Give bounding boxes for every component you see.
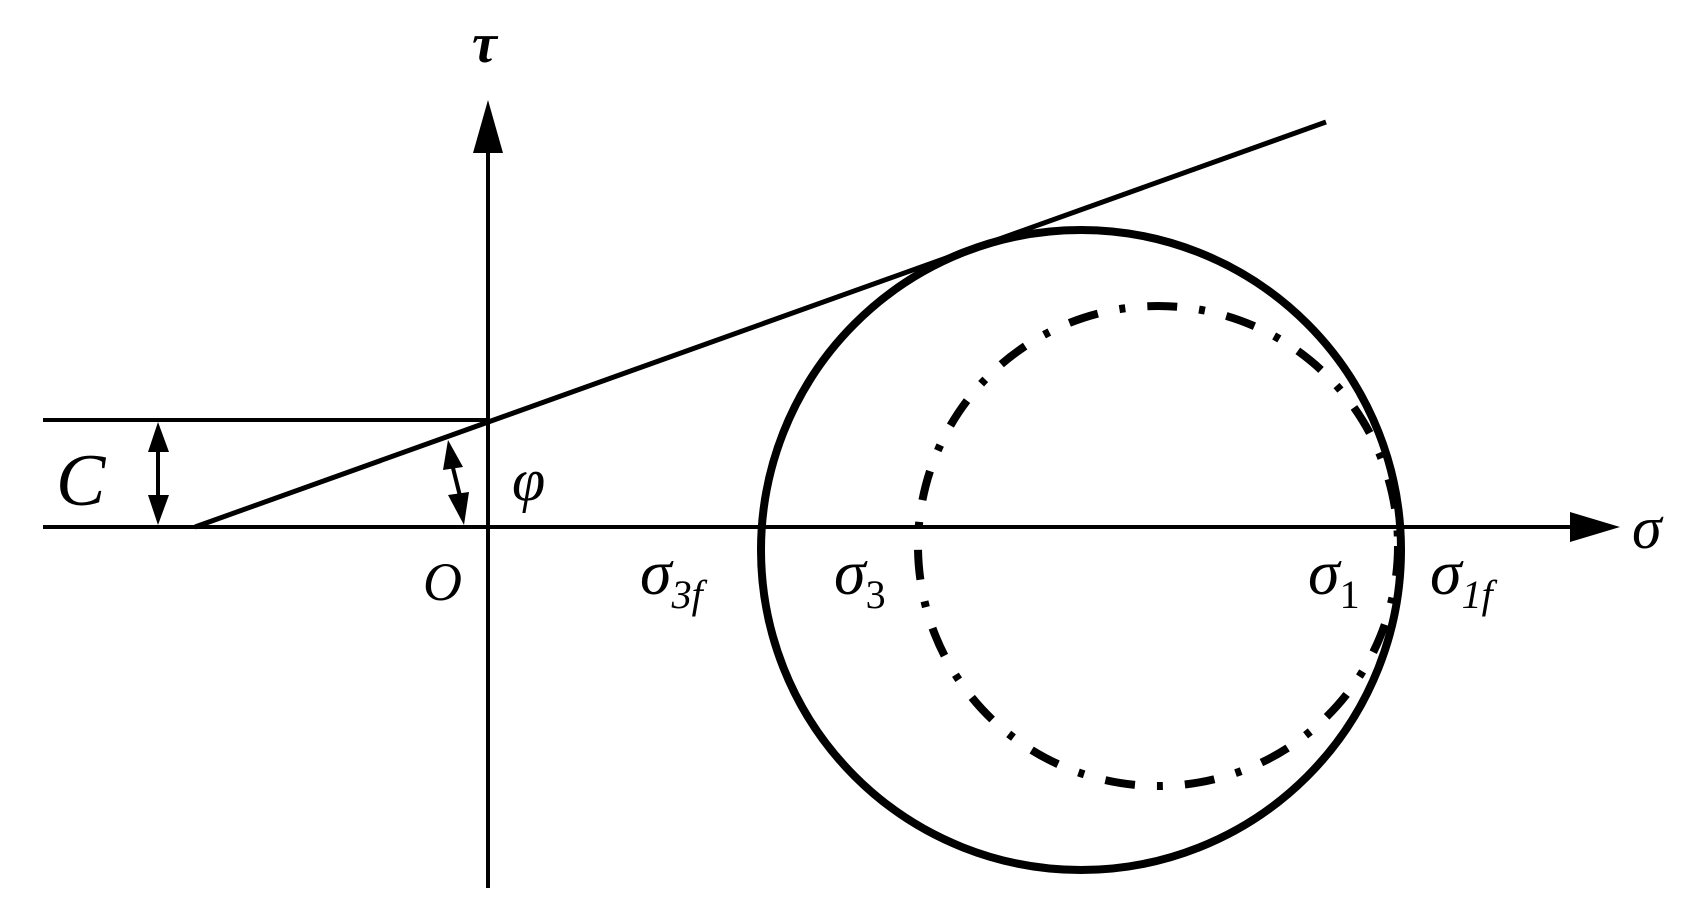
- sigma1f-label: σ1f: [1430, 537, 1498, 617]
- origin-label: O: [423, 552, 462, 612]
- current-mohr-circle: [914, 302, 1402, 790]
- phi-arrow-up-icon: [443, 440, 463, 470]
- phi-arrow-down-icon: [448, 492, 469, 525]
- sigma1-label: σ1: [1308, 537, 1360, 617]
- sigma3f-label: σ3f: [640, 537, 708, 617]
- cohesion-arrow-up-icon: [148, 422, 169, 452]
- cohesion-arrow-down-icon: [148, 495, 169, 525]
- sigma-axis-label: σ: [1632, 495, 1664, 561]
- tau-axis-label: τ: [472, 13, 499, 75]
- sigma3-label: σ3: [834, 537, 886, 617]
- friction-angle-label: φ: [512, 447, 545, 513]
- tau-axis-arrow-icon: [473, 100, 503, 153]
- sigma-axis-arrow-icon: [1570, 512, 1620, 542]
- failure-envelope-line: [194, 119, 1327, 530]
- cohesion-label: C: [56, 440, 107, 522]
